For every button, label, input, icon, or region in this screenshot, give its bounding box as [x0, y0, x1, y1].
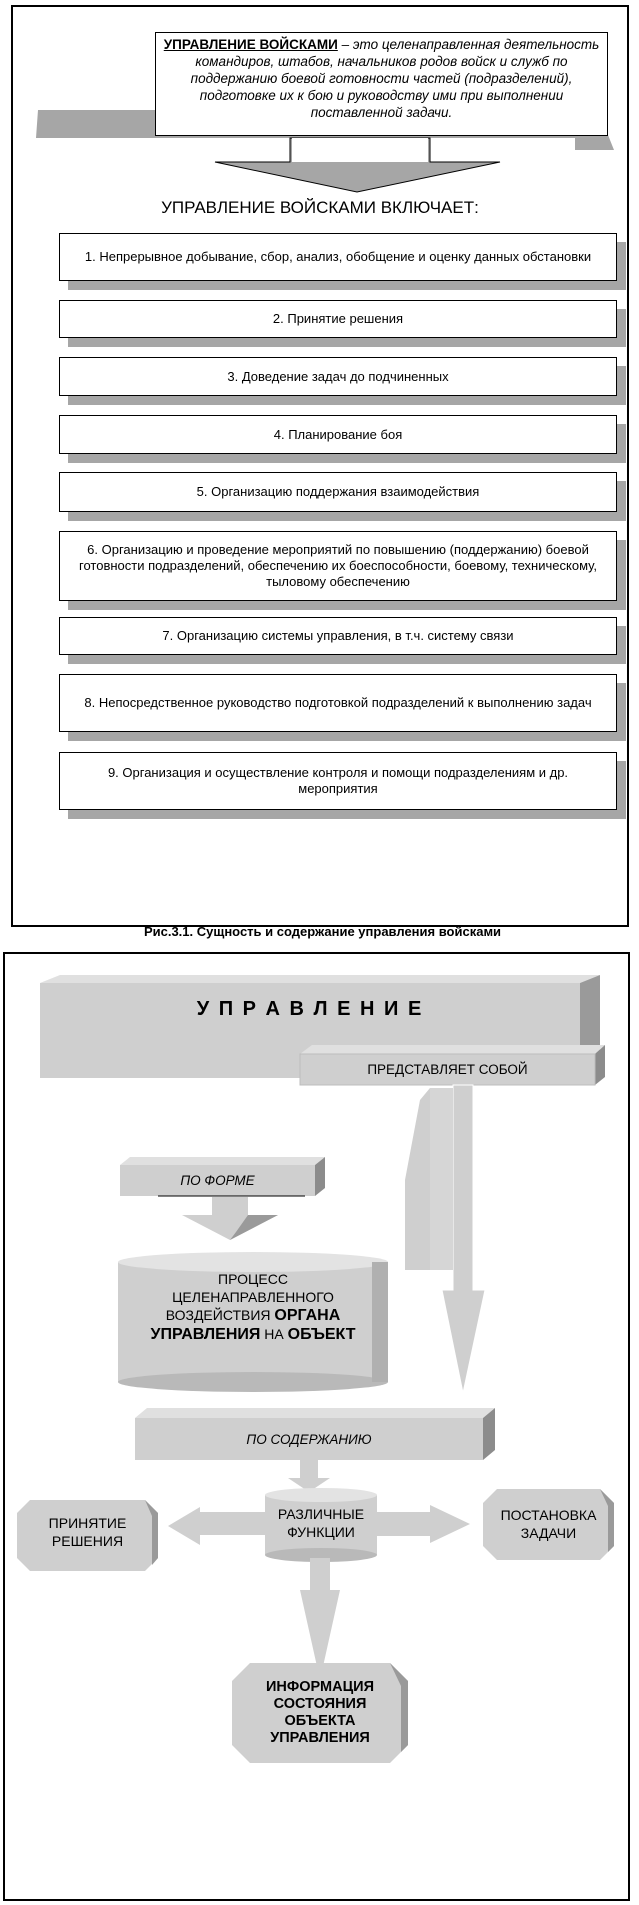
- definition-text: – это целенаправленная деятельность кома…: [190, 37, 600, 120]
- left-arrow-to-form: [405, 1088, 430, 1270]
- represents-label: ПРЕДСТАВЛЯЕТ СОБОЙ: [367, 1062, 528, 1077]
- list-item-7: 7. Организацию системы управления, в т.ч…: [59, 617, 617, 655]
- list-item-2: 2. Принятие решения: [59, 300, 617, 338]
- process-line4a: УПРАВЛЕНИЯ: [150, 1326, 261, 1343]
- functions-line1: РАЗЛИЧНЫЕ: [277, 1506, 365, 1522]
- arrow-to-task: [377, 1505, 470, 1543]
- process-line4c: ОБЪЕКТ: [287, 1326, 356, 1343]
- represents-block: [299, 1053, 596, 1086]
- form-down-arrow: [182, 1197, 278, 1240]
- functions-cylinder: [265, 1495, 377, 1555]
- functions-label: РАЗЛИЧНЫЕ ФУНКЦИИ: [265, 1505, 377, 1541]
- title-label: У П Р А В Л Е Н И Е: [196, 997, 424, 1020]
- process-line3b: ОРГАНА: [274, 1307, 341, 1324]
- figure1-caption: Рис.3.1. Сущность и содержание управлени…: [143, 924, 502, 939]
- process-line2: ЦЕЛЕНАПРАВЛЕННОГО: [172, 1289, 334, 1305]
- process-cylinder: [118, 1262, 388, 1382]
- list-item-5: 5. Организацию поддержания взаимодействи…: [59, 472, 617, 512]
- title-block-top: [40, 975, 600, 983]
- task-label: ПОСТАНОВКА ЗАДАЧИ: [483, 1506, 614, 1542]
- list-item-4: 4. Планирование боя: [59, 415, 617, 454]
- info-label: ИНФОРМАЦИЯ СОСТОЯНИЯ ОБЪЕКТА УПРАВЛЕНИЯ: [232, 1679, 408, 1747]
- task-line2: ЗАДАЧИ: [520, 1525, 577, 1541]
- arrow-to-decision: [168, 1507, 265, 1545]
- info-line4: УПРАВЛЕНИЯ: [270, 1730, 370, 1746]
- process-line3a: ВОЗДЕЙСТВИЯ: [165, 1307, 275, 1323]
- list-item-6: 6. Организацию и проведение мероприятий …: [59, 531, 617, 601]
- by-form-block: [120, 1165, 315, 1196]
- decision-line1: ПРИНЯТИЕ: [48, 1515, 127, 1531]
- process-line4b: НА: [260, 1326, 288, 1342]
- by-form-label: ПО ФОРМЕ: [180, 1173, 255, 1188]
- list-item-3: 3. Доведение задач до подчиненных: [59, 357, 617, 396]
- decision-line2: РЕШЕНИЯ: [51, 1533, 124, 1549]
- list-item-9: 9. Организация и осуществление контроля …: [59, 752, 617, 810]
- main-down-arrow: [441, 1084, 486, 1394]
- figure2-frame: [3, 952, 630, 1901]
- decision-label: ПРИНЯТИЕ РЕШЕНИЯ: [17, 1514, 158, 1550]
- list-item-1: 1. Непрерывное добывание, сбор, анализ, …: [59, 233, 617, 281]
- by-content-label: ПО СОДЕРЖАНИЮ: [246, 1431, 372, 1447]
- functions-line2: ФУНКЦИИ: [287, 1524, 355, 1540]
- decision-shape: [17, 1500, 158, 1571]
- arrow-to-info: [300, 1558, 340, 1680]
- task-line1: ПОСТАНОВКА: [500, 1507, 597, 1523]
- task-shape: [483, 1489, 614, 1560]
- info-shape: [232, 1663, 408, 1763]
- definition-arrow: [214, 137, 501, 193]
- info-line2: СОСТОЯНИЯ: [273, 1696, 367, 1712]
- info-line1: ИНФОРМАЦИЯ: [265, 1679, 374, 1695]
- list-item-8: 8. Непосредственное руководство подготов…: [59, 674, 617, 732]
- process-line1: ПРОЦЕСС: [218, 1271, 288, 1287]
- definition-box: УПРАВЛЕНИЕ ВОЙСКАМИ – это целенаправленн…: [155, 32, 608, 136]
- list-heading: УПРАВЛЕНИЕ ВОЙСКАМИ ВКЛЮЧАЕТ:: [161, 198, 479, 217]
- info-line3: ОБЪЕКТА: [284, 1713, 356, 1729]
- figure1-frame: [11, 5, 629, 927]
- by-content-block: [135, 1418, 483, 1460]
- process-label: ПРОЦЕСС ЦЕЛЕНАПРАВЛЕННОГО ВОЗДЕЙСТВИЯ ОР…: [118, 1270, 388, 1344]
- definition-term: УПРАВЛЕНИЕ ВОЙСКАМИ: [163, 37, 338, 52]
